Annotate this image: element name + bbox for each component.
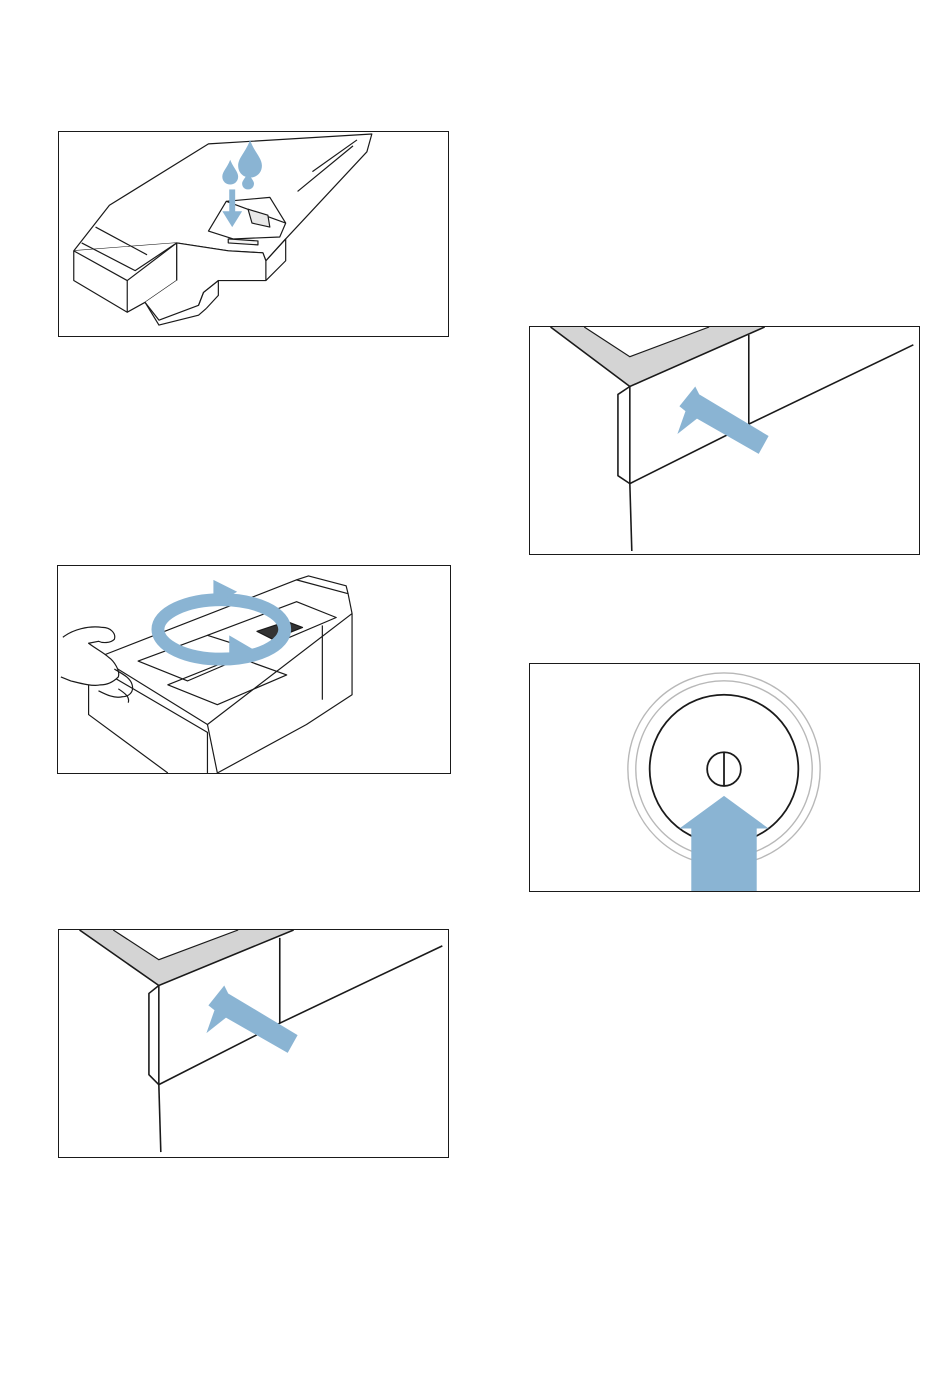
- fill-pipette-figure: [58, 131, 449, 337]
- push-in-drawer-figure: [58, 929, 449, 1158]
- power-button-illustration: [530, 664, 919, 891]
- push-arrow-icon: [677, 386, 768, 453]
- push-arrow-icon: [206, 986, 297, 1053]
- clean-dispenser-figure: [57, 565, 451, 774]
- drawer-push-illustration: [59, 930, 448, 1157]
- drawer-push-illustration-2: [530, 327, 919, 554]
- power-button-figure: [529, 663, 920, 892]
- dispenser-illustration: [59, 132, 448, 336]
- push-in-drawer-figure-2: [529, 326, 920, 555]
- dispenser-cleaning-illustration: [58, 566, 450, 773]
